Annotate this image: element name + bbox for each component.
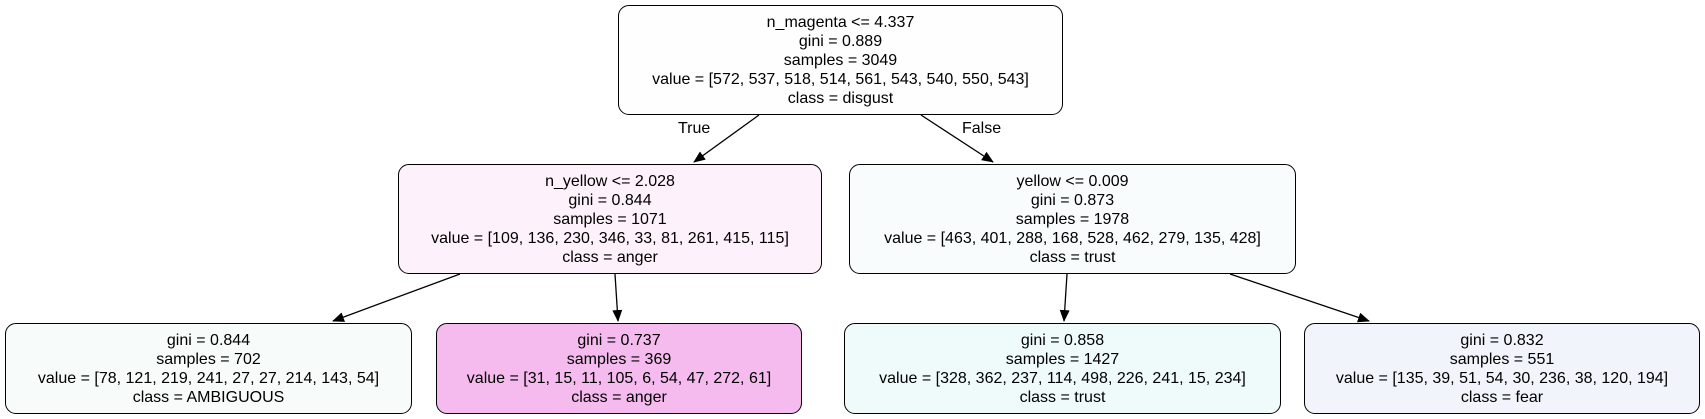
node-class: class = trust xyxy=(1029,248,1116,266)
node-gini: gini = 0.858 xyxy=(1020,331,1105,349)
node-left: n_yellow <= 2.028 gini = 0.844 samples =… xyxy=(398,164,822,274)
node-split: yellow <= 0.009 xyxy=(1016,172,1129,190)
node-samples: samples = 369 xyxy=(566,350,672,368)
edge-label-true: True xyxy=(678,120,711,137)
node-class: class = anger xyxy=(562,248,658,266)
node-class: class = trust xyxy=(1019,388,1106,406)
node-gini: gini = 0.844 xyxy=(166,331,251,349)
edge-root-right xyxy=(920,114,994,163)
node-samples: samples = 3049 xyxy=(783,51,898,69)
node-value: value = [31, 15, 11, 105, 6, 54, 47, 272… xyxy=(466,369,772,387)
node-gini: gini = 0.844 xyxy=(568,191,652,209)
node-right: yellow <= 0.009 gini = 0.873 samples = 1… xyxy=(849,164,1296,274)
node-split: n_magenta <= 4.337 xyxy=(766,13,915,31)
edge-root-left xyxy=(693,114,760,163)
node-leaf-rl: gini = 0.858 samples = 1427 value = [328… xyxy=(844,323,1281,414)
node-samples: samples = 702 xyxy=(156,350,261,368)
node-leaf-ll: gini = 0.844 samples = 702 value = [78, … xyxy=(5,323,412,414)
node-gini: gini = 0.889 xyxy=(798,32,883,50)
edge-right-leaf-rr xyxy=(1229,273,1370,323)
node-value: value = [328, 362, 237, 114, 498, 226, 2… xyxy=(879,369,1246,387)
node-gini: gini = 0.832 xyxy=(1460,331,1544,349)
node-leaf-rr: gini = 0.832 samples = 551 value = [135,… xyxy=(1304,323,1700,414)
node-value: value = [78, 121, 219, 241, 27, 27, 214,… xyxy=(37,369,380,387)
node-samples: samples = 1978 xyxy=(1015,210,1130,228)
node-value: value = [572, 537, 518, 514, 561, 543, 5… xyxy=(652,70,1029,88)
node-samples: samples = 551 xyxy=(1449,350,1555,368)
edge-right-leaf-rl xyxy=(1059,273,1070,322)
node-split: n_yellow <= 2.028 xyxy=(545,172,675,190)
edge-left-leaf-ll xyxy=(332,273,461,322)
node-samples: samples = 1071 xyxy=(553,210,667,228)
node-gini: gini = 0.737 xyxy=(577,331,661,349)
node-samples: samples = 1427 xyxy=(1005,350,1120,368)
node-class: class = fear xyxy=(1460,388,1544,406)
node-value: value = [135, 39, 51, 54, 30, 236, 38, 1… xyxy=(1335,369,1669,387)
node-value: value = [109, 136, 230, 346, 33, 81, 261… xyxy=(431,229,789,247)
node-class: class = anger xyxy=(571,388,667,406)
node-leaf-lr: gini = 0.737 samples = 369 value = [31, … xyxy=(436,323,802,414)
node-gini: gini = 0.873 xyxy=(1030,191,1115,209)
node-class: class = disgust xyxy=(787,89,894,107)
node-value: value = [463, 401, 288, 168, 528, 462, 2… xyxy=(884,229,1261,247)
node-class: class = AMBIGUOUS xyxy=(132,388,285,406)
edge-left-leaf-lr xyxy=(612,273,623,322)
node-root: n_magenta <= 4.337 gini = 0.889 samples … xyxy=(618,5,1063,115)
edge-label-false: False xyxy=(962,120,1002,137)
